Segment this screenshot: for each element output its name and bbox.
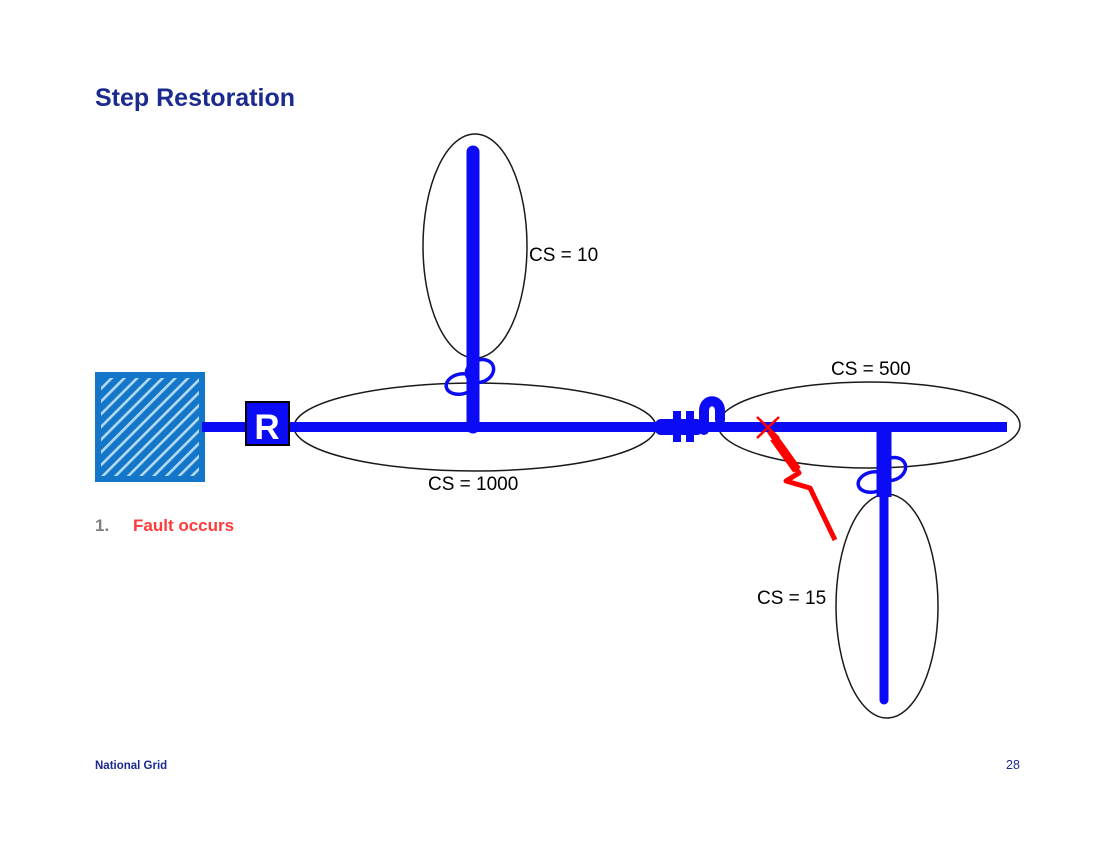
page-title: Step Restoration xyxy=(95,84,296,112)
recloser-box xyxy=(245,401,290,446)
open-point-coil-icon xyxy=(856,469,890,495)
switch-tick-icon xyxy=(686,411,694,442)
lightning-bolt-icon xyxy=(770,435,801,473)
switch-tick-icon xyxy=(673,411,681,442)
step-caption: 1. Fault occurs xyxy=(95,516,234,536)
footer-brand: National Grid xyxy=(95,760,168,772)
step-number: 1. xyxy=(95,516,110,535)
step-text: Fault occurs xyxy=(133,516,235,535)
open-point-coil-icon xyxy=(444,371,478,397)
source-substation-icon xyxy=(95,372,205,482)
recloser-label: R xyxy=(254,408,279,447)
zone-label-cs500: CS = 500 xyxy=(831,359,911,380)
open-point-coil-icon xyxy=(876,455,908,483)
page-number: 28 xyxy=(1006,758,1020,772)
zone-label-cs1000: CS = 1000 xyxy=(428,474,519,495)
fault-x-icon xyxy=(756,416,780,439)
zone-label-cs10: CS = 10 xyxy=(529,245,599,266)
zone-label-cs15: CS = 15 xyxy=(757,588,827,609)
switch-hook-icon xyxy=(699,396,725,435)
open-point-coil-icon xyxy=(464,357,496,385)
